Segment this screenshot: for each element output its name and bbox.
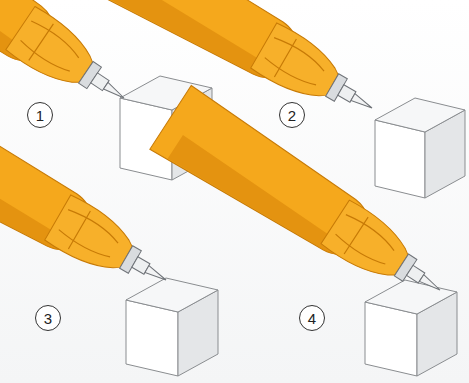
tool-tip bbox=[351, 94, 374, 112]
cube bbox=[365, 280, 457, 376]
callout-circle: 1 bbox=[27, 102, 53, 128]
wrist-detail bbox=[12, 13, 86, 83]
wrist-detail bbox=[257, 29, 331, 97]
callout-number: 3 bbox=[44, 310, 52, 327]
callout-circle: 4 bbox=[299, 305, 325, 331]
wrist-housing bbox=[5, 6, 101, 95]
callout-number: 1 bbox=[36, 107, 44, 124]
cube-front-face bbox=[365, 302, 417, 376]
tool-tip bbox=[145, 266, 168, 284]
cube-top-face bbox=[365, 280, 457, 314]
cube bbox=[126, 278, 218, 376]
wrist-detail bbox=[327, 206, 401, 276]
cube-front-face bbox=[126, 300, 178, 376]
cube bbox=[375, 98, 465, 198]
tool-tip bbox=[419, 275, 442, 294]
cube-top-face bbox=[375, 98, 465, 132]
arm-shadow bbox=[93, 0, 285, 92]
robot-arm bbox=[0, 89, 184, 315]
cube-top-face bbox=[126, 278, 218, 312]
callout-circle: 3 bbox=[35, 305, 61, 331]
tool-tip bbox=[104, 82, 127, 101]
callout-number: 2 bbox=[288, 107, 296, 124]
wrist-housing bbox=[321, 199, 417, 287]
callout-circle: 2 bbox=[279, 102, 305, 128]
callout-number: 4 bbox=[308, 310, 316, 327]
robot-arm bbox=[0, 0, 144, 131]
cube-front-face bbox=[375, 120, 425, 198]
wrist-detail bbox=[51, 201, 125, 269]
robot-arm bbox=[150, 86, 460, 324]
